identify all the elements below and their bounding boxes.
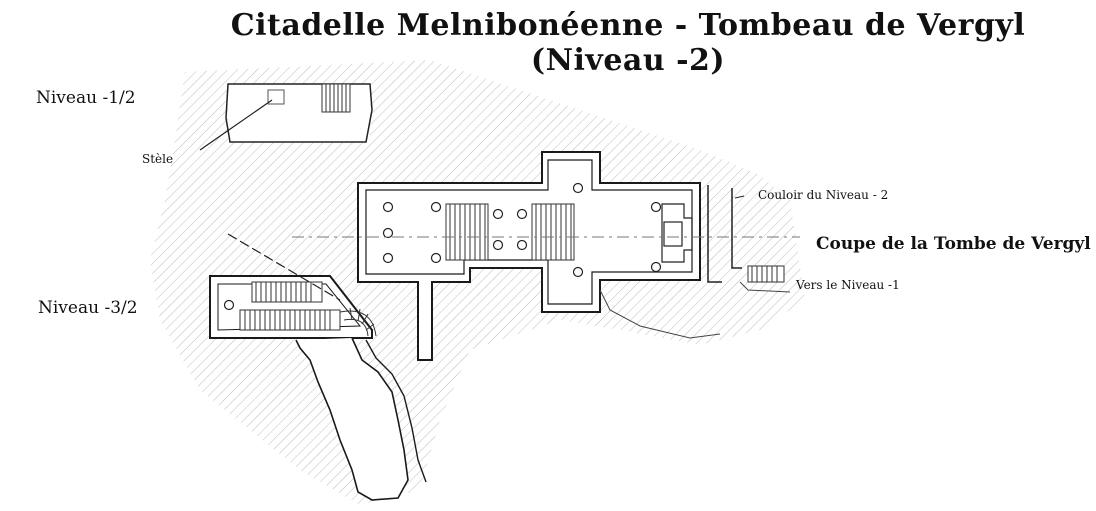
map-title: Citadelle Melnibonéenne - Tombeau de Ver… xyxy=(230,8,1026,78)
corridor-level-2 xyxy=(707,185,791,293)
label-corridor: Couloir du Niveau - 2 xyxy=(758,188,889,202)
sarcophagus xyxy=(663,221,683,247)
pillars xyxy=(382,182,662,278)
label-to-level: Vers le Niveau -1 xyxy=(796,278,900,292)
label-section: Coupe de la Tombe de Vergyl xyxy=(816,234,1091,254)
stairs-lower xyxy=(239,281,341,331)
chamber-level-three-half xyxy=(209,233,427,501)
label-level-half: Niveau -1/2 xyxy=(36,88,136,108)
rock-hatching xyxy=(150,60,805,505)
winding-tunnel xyxy=(295,337,409,501)
rock-edge-right xyxy=(599,289,721,339)
central-stairs xyxy=(445,203,575,261)
label-stele: Stèle xyxy=(142,152,174,166)
stele-pointer xyxy=(199,99,273,151)
stairs-to-level-1 xyxy=(747,265,785,283)
spiral-stair xyxy=(339,307,377,337)
label-level-three-half: Niveau -3/2 xyxy=(38,298,138,318)
tomb-main-complex xyxy=(292,151,800,361)
stairs-upper xyxy=(321,83,351,113)
chamber-level-half xyxy=(199,83,373,151)
dashed-passage xyxy=(227,233,341,301)
